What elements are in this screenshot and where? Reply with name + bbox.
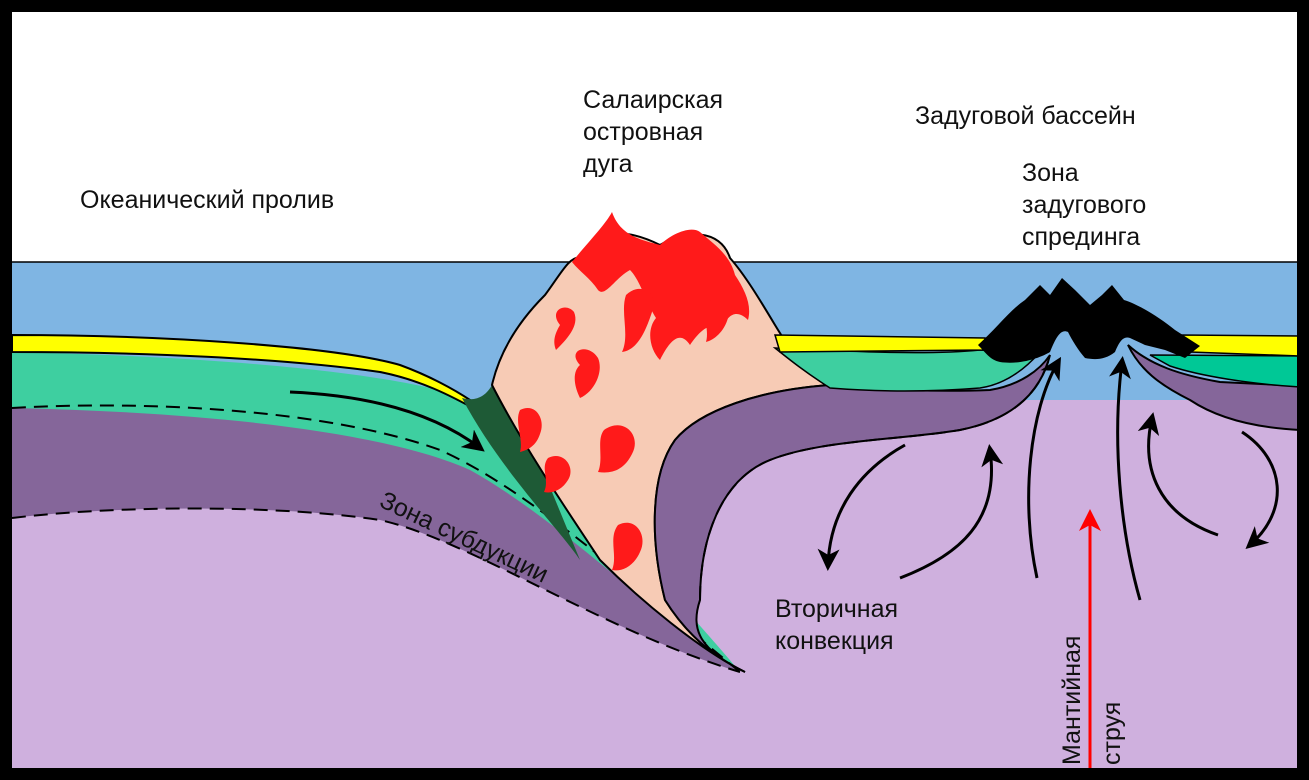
- label-backarc-basin: Задуговой бассейн: [915, 102, 1136, 130]
- label-secondary-convection-1: Вторичная: [775, 595, 898, 623]
- label-mantle-plume-2: струя: [1098, 702, 1126, 765]
- label-spreading-zone-2: задугового: [1022, 191, 1146, 219]
- label-island-arc-1: Салаирская: [583, 86, 723, 114]
- sediment-backarc: [775, 335, 985, 352]
- label-spreading-zone-3: спрединга: [1022, 223, 1140, 251]
- label-ocean-strait: Океанический пролив: [80, 186, 334, 214]
- label-secondary-convection-2: конвекция: [775, 627, 894, 655]
- label-mantle-plume-1: Мантийная: [1058, 636, 1086, 765]
- label-spreading-zone-1: Зона: [1022, 159, 1079, 187]
- label-island-arc-3: дуга: [583, 150, 633, 178]
- label-island-arc-2: островная: [583, 118, 703, 146]
